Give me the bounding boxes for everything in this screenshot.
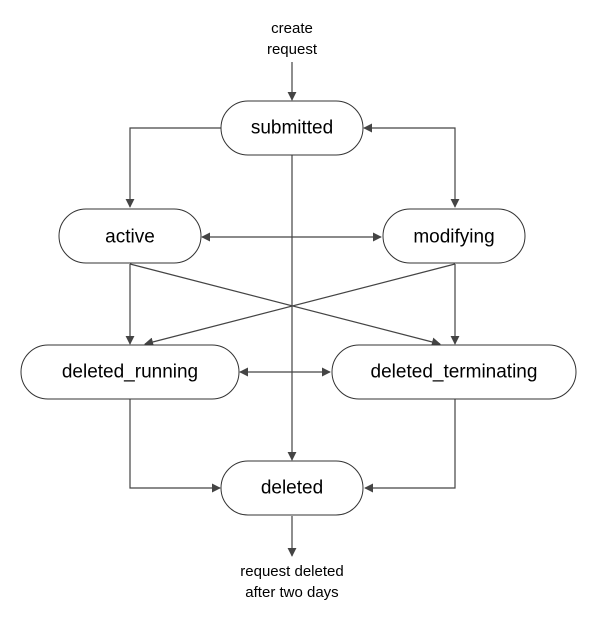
caption-request-deleted-line2: after two days	[245, 584, 338, 601]
node-active: active	[58, 208, 202, 264]
edge-modifying-to-deleted-running	[144, 263, 456, 347]
node-submitted: submitted	[220, 100, 364, 156]
node-deleted-terminating-label: deleted_terminating	[371, 362, 538, 383]
edge-active-to-deleted-terminating	[129, 263, 441, 347]
caption-create-request-line1: create	[271, 20, 313, 37]
node-deleted-running-label: deleted_running	[62, 362, 198, 383]
caption-create-request-line2: request	[267, 41, 318, 58]
node-modifying: modifying	[382, 208, 526, 264]
node-submitted-label: submitted	[251, 118, 333, 139]
edge-submitted-to-active	[125, 127, 222, 208]
node-deleted-running: deleted_running	[20, 344, 240, 400]
node-deleted: deleted	[220, 460, 364, 516]
edge-submitted-modifying	[363, 123, 460, 208]
edge-deleted-running-to-deleted	[129, 399, 221, 493]
node-deleted-label: deleted	[261, 478, 323, 499]
edge-deleted-terminating-to-deleted	[364, 399, 456, 493]
node-deleted-terminating: deleted_terminating	[331, 344, 577, 400]
node-active-label: active	[105, 227, 155, 248]
caption-request-deleted-line1: request deleted	[240, 563, 343, 580]
node-modifying-label: modifying	[413, 227, 494, 248]
edges	[125, 62, 460, 557]
